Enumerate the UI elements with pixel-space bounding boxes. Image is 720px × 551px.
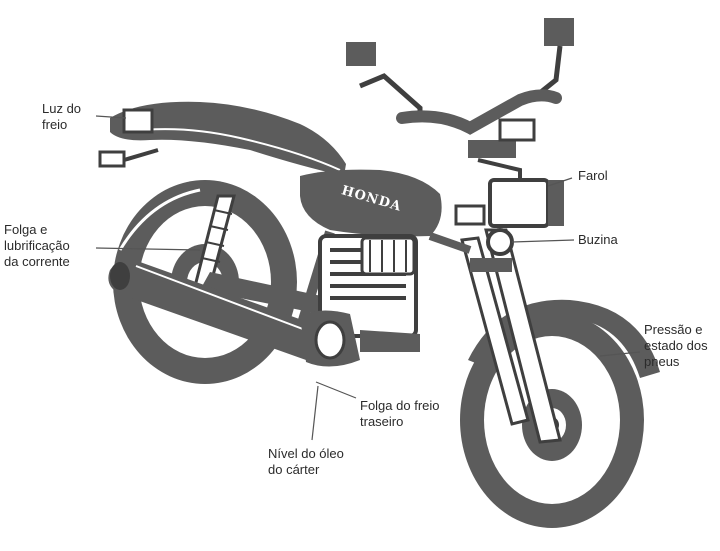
leader-horn xyxy=(511,239,575,243)
front-fork xyxy=(460,228,562,444)
exhaust-pipe xyxy=(108,260,339,363)
leader-headlight xyxy=(547,177,573,187)
label-tires: Pressão e estado dos pneus xyxy=(644,322,708,370)
leader-lines xyxy=(95,115,641,441)
label-headlight: Farol xyxy=(578,168,608,184)
leader-brake-light xyxy=(95,115,127,119)
label-rear-brake-line-2: traseiro xyxy=(360,414,404,429)
fuel-tank xyxy=(300,169,442,237)
label-horn-line-1: Buzina xyxy=(578,232,618,247)
label-chain-line-3: da corrente xyxy=(4,254,70,269)
tail-light xyxy=(98,108,159,168)
label-oil: Nível do óleo do cárter xyxy=(268,446,344,478)
horn xyxy=(486,228,514,256)
label-chain-line-1: Folga e xyxy=(4,222,48,237)
seat xyxy=(110,101,346,176)
handlebars xyxy=(346,18,574,158)
headlight xyxy=(454,158,564,228)
label-brake-light-line-1: Luz do xyxy=(42,101,82,116)
label-oil-line-2: do cárter xyxy=(268,462,320,477)
label-tires-line-1: Pressão e xyxy=(644,322,703,337)
label-rear-brake: Folga do freio traseiro xyxy=(360,398,440,430)
leader-oil xyxy=(311,385,319,441)
label-chain: Folga e lubrificação da corrente xyxy=(4,222,70,270)
label-rear-brake-line-1: Folga do freio xyxy=(360,398,440,413)
label-headlight-line-1: Farol xyxy=(578,168,608,183)
leader-rear-brake xyxy=(315,381,357,399)
label-tires-line-2: estado dos xyxy=(644,338,708,353)
label-oil-line-1: Nível do óleo xyxy=(268,446,344,461)
label-chain-line-2: lubrificação xyxy=(4,238,70,253)
label-tires-line-3: pneus xyxy=(644,354,680,369)
engine xyxy=(300,234,420,367)
label-brake-light-line-2: freio xyxy=(42,117,68,132)
label-brake-light: Luz do freio xyxy=(42,101,81,133)
leader-tires xyxy=(599,351,641,357)
leader-chain xyxy=(95,247,201,251)
label-horn: Buzina xyxy=(578,232,618,248)
